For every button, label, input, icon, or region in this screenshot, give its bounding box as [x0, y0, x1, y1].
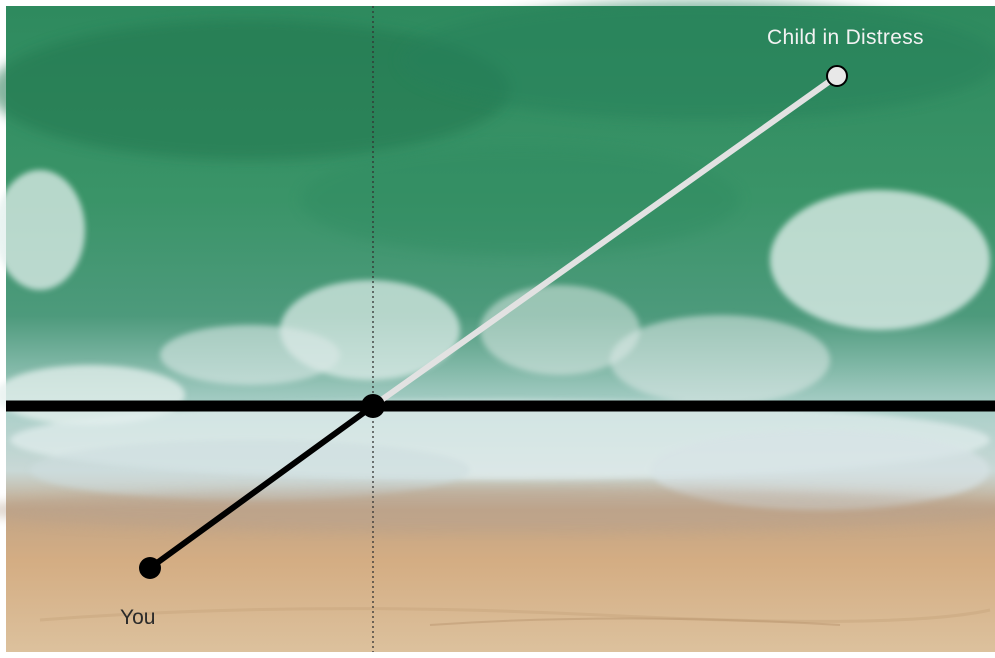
start-label: You — [120, 606, 155, 629]
entry-point-marker[interactable] — [361, 394, 385, 418]
target-label: Child in Distress — [767, 26, 924, 49]
start-marker[interactable] — [139, 557, 161, 579]
water-path — [370, 73, 840, 409]
target-marker[interactable] — [826, 65, 848, 87]
sand-path — [147, 403, 376, 571]
wave-foam — [0, 170, 990, 510]
